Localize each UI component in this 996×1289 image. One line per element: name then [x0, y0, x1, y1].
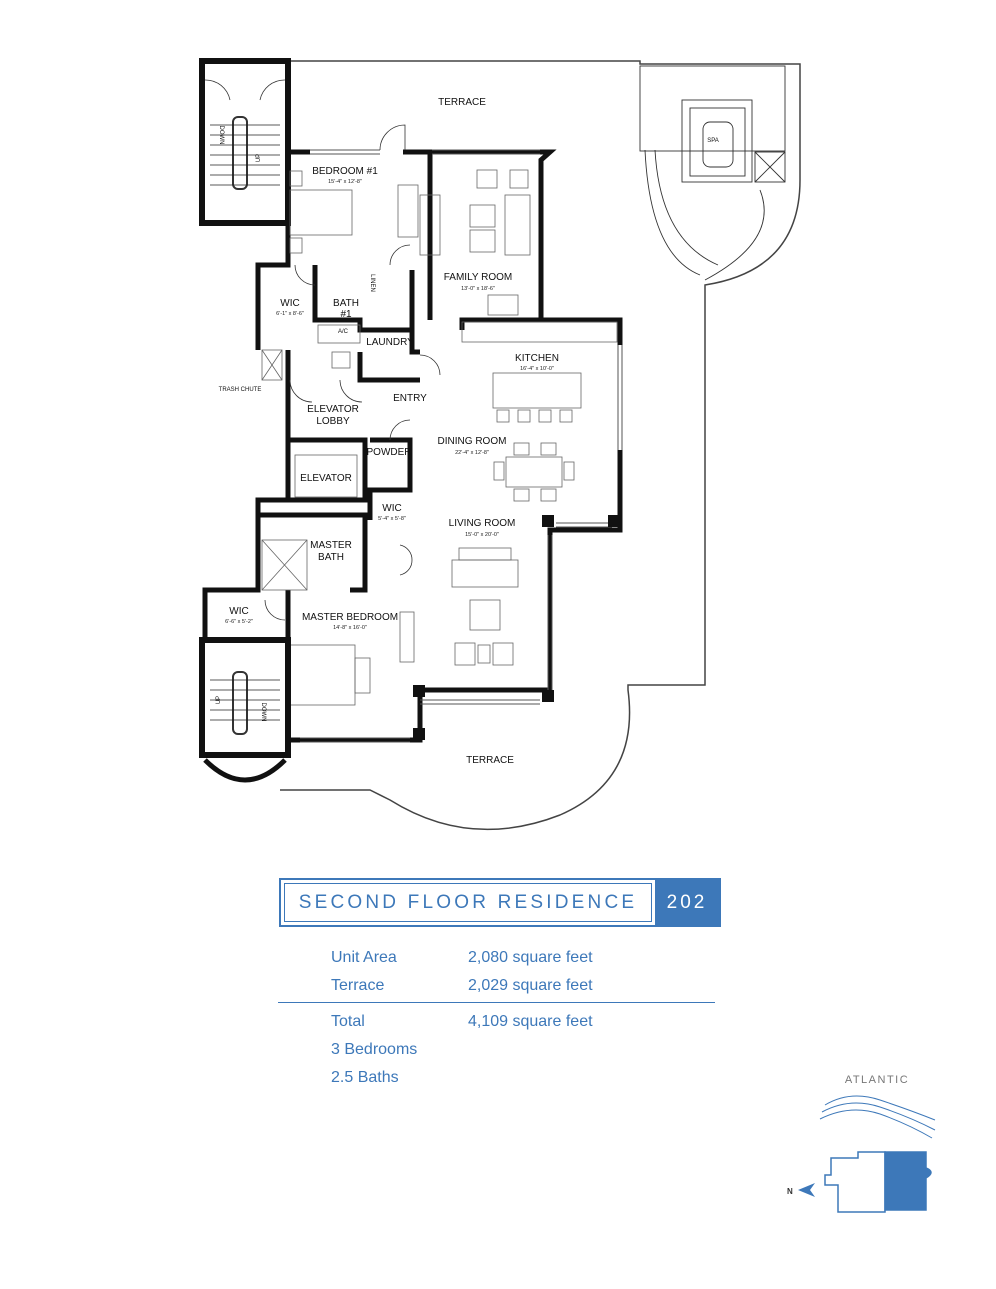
svg-text:A/C: A/C	[338, 329, 349, 335]
stat-row-total: Total 4,109 square feet	[331, 1013, 593, 1030]
svg-text:6'-6" x 5'-2": 6'-6" x 5'-2"	[225, 619, 253, 625]
room-label-wic-3: WIC	[229, 606, 248, 617]
room-label-family-room: FAMILY ROOM	[444, 272, 513, 283]
room-label-laundry: LAUNDRY	[366, 337, 414, 348]
room-label-dining-room: DINING ROOM	[438, 436, 507, 447]
room-label-elevator: ELEVATOR	[300, 473, 352, 484]
room-label-bath-1: BATH	[333, 298, 359, 309]
room-label-master-bedroom: MASTER BEDROOM	[302, 612, 398, 623]
room-label-kitchen: KITCHEN	[515, 353, 559, 364]
room-labels: TERRACE BEDROOM #1 15'-4" x 12'-8" FAMIL…	[219, 97, 559, 766]
terrace-outline	[280, 60, 801, 831]
room-label-bedroom-1: BEDROOM #1	[312, 166, 378, 177]
stat-row-terrace: Terrace 2,029 square feet	[331, 977, 593, 994]
room-label-terrace-north: TERRACE	[438, 97, 486, 108]
svg-text:16'-4" x 10'-0": 16'-4" x 10'-0"	[520, 366, 554, 372]
stat-bedrooms: 3 Bedrooms	[331, 1041, 418, 1058]
stats-divider	[278, 1002, 715, 1003]
svg-text:LINEN: LINEN	[369, 274, 375, 292]
spa-area	[639, 65, 786, 281]
waves-icon	[819, 1095, 936, 1139]
room-label-powder: POWDER	[367, 447, 412, 458]
building-outline	[824, 1151, 932, 1213]
svg-text:SPA: SPA	[707, 138, 719, 144]
svg-text:TRASH CHUTE: TRASH CHUTE	[219, 387, 262, 393]
svg-text:LOBBY: LOBBY	[316, 416, 350, 427]
unit-number: 202	[655, 880, 719, 925]
svg-text:UP: UP	[216, 696, 222, 704]
svg-text:6'-1" x 8'-6": 6'-1" x 8'-6"	[276, 311, 304, 317]
room-label-elevator-lobby: ELEVATOR	[307, 404, 359, 415]
room-label-wic-1: WIC	[280, 298, 299, 309]
svg-text:14'-8" x 16'-0": 14'-8" x 16'-0"	[333, 625, 367, 631]
stat-row-unit-area: Unit Area 2,080 square feet	[331, 949, 593, 966]
svg-text:22'-4" x 12'-8": 22'-4" x 12'-8"	[455, 450, 489, 456]
svg-text:BATH: BATH	[318, 552, 344, 563]
room-label-wic-2: WIC	[382, 503, 401, 514]
stair-top-left: DOWN UP	[199, 58, 291, 226]
svg-text:#1: #1	[340, 309, 352, 320]
svg-text:13'-0" x 18'-6": 13'-0" x 18'-6"	[461, 286, 495, 292]
area-stats: Unit Area 2,080 square feet Terrace 2,02…	[331, 944, 593, 1000]
ocean-label: ATLANTIC	[845, 1074, 909, 1086]
floor-plan: DOWN UP	[199, 58, 801, 831]
windows	[300, 149, 623, 743]
svg-text:N: N	[787, 1187, 793, 1196]
svg-text:5'-4" x 5'-8": 5'-4" x 5'-8"	[378, 516, 406, 522]
svg-text:UP: UP	[256, 154, 262, 162]
room-label-entry: ENTRY	[393, 393, 427, 404]
key-map: ATLANTIC N	[787, 1074, 936, 1213]
svg-text:15'-0" x 20'-0": 15'-0" x 20'-0"	[465, 532, 499, 538]
residence-title-banner: SECOND FLOOR RESIDENCE 202	[279, 878, 721, 927]
svg-text:DOWN: DOWN	[218, 126, 224, 145]
svg-text:DOWN: DOWN	[260, 703, 266, 722]
stat-baths: 2.5 Baths	[331, 1069, 399, 1086]
walls	[202, 149, 623, 743]
columns	[413, 515, 620, 740]
furniture	[261, 169, 618, 706]
room-label-terrace-south: TERRACE	[466, 755, 514, 766]
door-swings	[264, 124, 441, 621]
residence-title: SECOND FLOOR RESIDENCE	[284, 883, 652, 922]
room-label-living-room: LIVING ROOM	[449, 518, 516, 529]
north-arrow-icon: N	[787, 1183, 815, 1197]
total-stats: Total 4,109 square feet 3 Bedrooms 2.5 B…	[331, 1008, 593, 1092]
svg-text:15'-4" x 12'-8": 15'-4" x 12'-8"	[328, 179, 362, 185]
stair-bottom-left: UP DOWN	[199, 637, 291, 783]
room-label-master-bath: MASTER	[310, 540, 352, 551]
